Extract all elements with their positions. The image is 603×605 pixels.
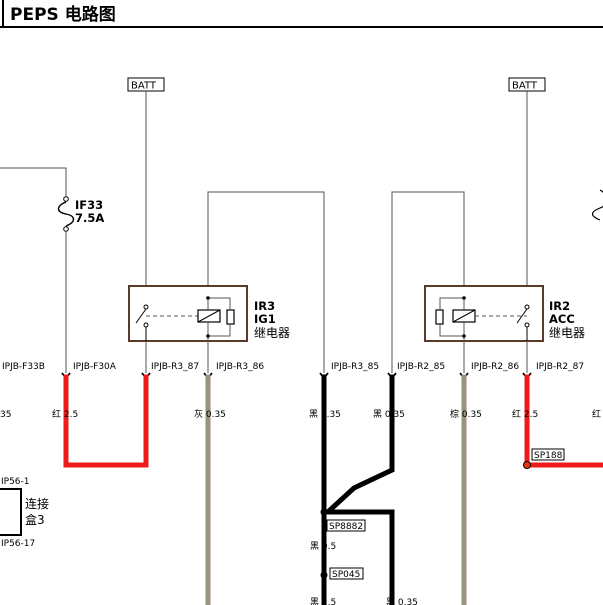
relay-ir3-switch-icon	[135, 308, 147, 324]
relay-ir3-coil-diag	[197, 309, 221, 323]
wire-label-f30a: 红 2.5	[52, 408, 78, 420]
relay-ir2-desc: 继电器	[549, 326, 585, 340]
connector-r3-87: IPJB-R3_87	[151, 362, 199, 372]
connector-r2-86: IPJB-R2_86	[471, 362, 519, 372]
relay-ir3-contact-a	[143, 304, 149, 310]
batt-label-right: BATT	[512, 81, 538, 92]
wire-label-r2-86: 棕 0.35	[450, 408, 482, 420]
connector-r2-85: IPJB-R2_85	[397, 362, 445, 372]
splice-sp188-label: SP188	[534, 451, 563, 461]
junction-label-line1: 连接	[25, 496, 49, 511]
fuse-name: IF33	[75, 198, 103, 212]
relay-ir3-desc: 继电器	[254, 326, 290, 340]
wire-loop-ir3	[207, 191, 325, 373]
fuse-terminal-bottom	[63, 226, 69, 232]
wire-label-r2-87: 红 2.5	[512, 408, 538, 420]
fuse-icon	[57, 201, 75, 227]
wire-left-feed	[0, 167, 67, 197]
relay-ir2-diode-icon	[435, 309, 444, 325]
splice-sp045-label: SP045	[332, 570, 360, 580]
splice-sp8882-node	[320, 508, 328, 516]
splice-sp045-node	[320, 571, 328, 579]
fuse-terminal-top	[63, 196, 69, 202]
relay-ir3-diode-lead-top	[208, 297, 231, 310]
wire-black-splice-branch	[321, 509, 395, 605]
wire-label-left-edge: 35	[0, 410, 11, 420]
relay-ir3-node-bottom	[206, 334, 210, 338]
relay-ir2-node-bottom	[462, 334, 466, 338]
junction-box-3	[0, 488, 22, 536]
wire-label-r3-85: 黑 0.35	[309, 409, 341, 420]
connector-f30a: IPJB-F30A	[73, 362, 117, 372]
wire-label-splice-out: 黑 0.5	[310, 541, 336, 552]
edge-fuse-icon	[591, 189, 603, 221]
wire-label-r3-86: 灰 0.35	[194, 408, 226, 420]
splice-sp8882-label: SP8882	[329, 522, 363, 532]
wire-label-bottom-right: 黑 0.35	[386, 597, 418, 605]
batt-label-left: BATT	[131, 81, 157, 92]
relay-ir3-node-top	[206, 296, 210, 300]
fuse-rating: 7.5A	[75, 211, 104, 225]
junction-pin-top: IP56-1	[1, 477, 30, 487]
wire-red-f30a-r3-87	[63, 374, 149, 468]
wire-label-right-edge: 红	[592, 408, 601, 420]
relay-ir2-name: IR2	[549, 299, 570, 313]
relay-ir2-coil-diag	[452, 309, 476, 323]
relay-ir3-diode-icon	[226, 309, 235, 325]
connector-f33b: IPJB-F33B	[2, 362, 45, 372]
relay-ir2-switch-icon	[516, 308, 528, 324]
wire-loop-ir2	[391, 191, 465, 373]
relay-ir2-diode-lead-bottom	[439, 324, 464, 337]
connector-r2-87: IPJB-R2_87	[536, 362, 584, 372]
relay-ir3-contact-b	[143, 322, 149, 328]
relay-ir2-contact-b	[524, 322, 530, 328]
wire-label-r2-85: 黑 0.35	[373, 409, 405, 420]
page-title: PEPS 电路图	[10, 4, 116, 25]
junction-label-line2: 盒3	[25, 512, 45, 527]
relay-ir2-node-top	[462, 296, 466, 300]
relay-ir2-type: ACC	[549, 312, 575, 326]
splice-sp188-node	[523, 461, 531, 469]
relay-ir2-diode-lead-top	[439, 297, 464, 310]
wire-black-r2-85	[326, 374, 395, 514]
connector-r3-86: IPJB-R3_86	[216, 362, 264, 372]
relay-ir2-contact-a	[524, 304, 530, 310]
splice-sp045-tag	[329, 567, 364, 580]
junction-pin-bottom: IP56-17	[1, 539, 35, 549]
wire-label-bottom-left: 黑 2.5	[310, 597, 336, 605]
relay-ir3-name: IR3	[254, 299, 275, 313]
splice-sp8882-tag	[326, 519, 366, 532]
relay-ir3-diode-lead-bottom	[208, 324, 231, 337]
splice-sp188-tag	[531, 448, 565, 461]
relay-ir3-type: IG1	[254, 312, 276, 326]
connector-r3-85: IPJB-R3_85	[331, 362, 379, 372]
